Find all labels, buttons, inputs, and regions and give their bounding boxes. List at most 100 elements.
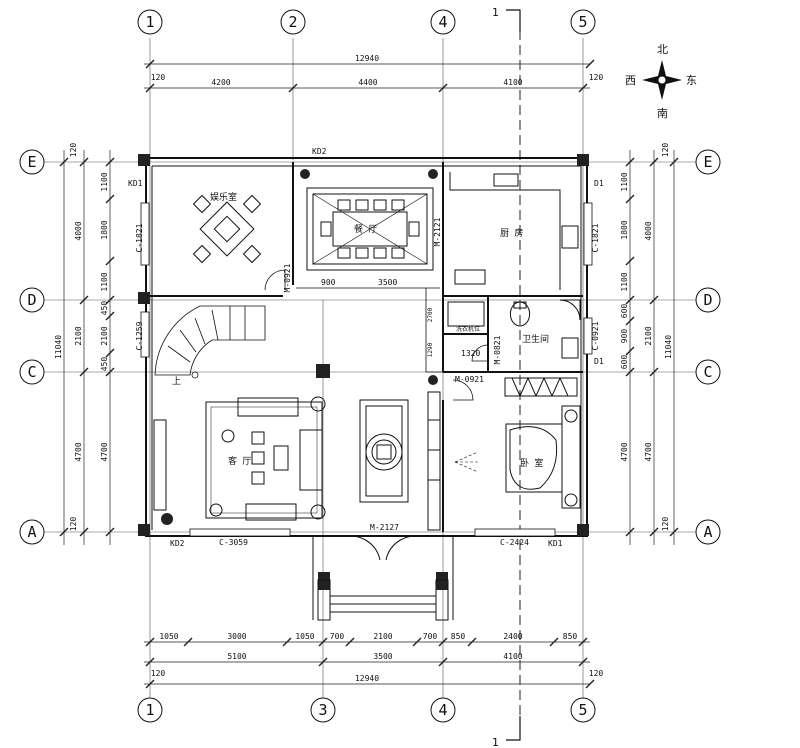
label-m2127: M-2127	[370, 523, 399, 532]
axis-label: 1	[145, 13, 154, 31]
stair-up-label: 上	[172, 376, 181, 387]
dim-left-edge-bottom: 120	[69, 517, 78, 532]
staircase	[154, 305, 266, 379]
tv-cabinet	[153, 419, 167, 511]
axis-bubble-right-C	[695, 359, 721, 385]
axis-bubble-bottom-1	[137, 697, 163, 723]
dim-bottom-edge-left: 120	[151, 669, 166, 678]
dim-bottom-row1: 1050	[295, 632, 314, 641]
dim-right-outer: 4000	[644, 221, 653, 240]
axis-bubble-right-D	[695, 287, 721, 313]
bottom-dimensions	[144, 637, 595, 689]
compass-rose: 北 南 东 西	[625, 43, 697, 120]
label-m0821: M-0821	[493, 335, 502, 364]
axis-label: 4	[438, 13, 447, 31]
room-label-bath: 卫生间	[522, 333, 549, 345]
dim-right-inner: 600	[620, 304, 629, 319]
dim-right-total: 11040	[664, 335, 673, 359]
dim-right-edge-bottom: 120	[661, 517, 670, 532]
bed-icon	[504, 377, 581, 509]
label-kd1-left: KD1	[128, 179, 143, 188]
axis-label: D	[27, 291, 36, 309]
axis-label: 5	[578, 701, 587, 719]
dim-bottom-total: 12940	[355, 674, 379, 683]
axis-grid-lines	[44, 38, 700, 700]
label-c1259: C-1259	[135, 321, 144, 350]
left-dimensions	[59, 150, 115, 545]
compass-west: 西	[625, 74, 636, 87]
dim-top-edge-left: 120	[151, 73, 166, 82]
axis-label: 5	[578, 13, 587, 31]
dim-bottom-row1: 850	[451, 632, 466, 641]
axis-bubble-right-E	[695, 149, 721, 175]
axis-label: C	[27, 363, 36, 381]
section-label-bottom: 1	[492, 736, 499, 748]
interior-walls	[150, 162, 583, 532]
dim-bottom-row1: 700	[330, 632, 345, 641]
dim-left-inner: 2100	[100, 326, 109, 345]
center-carpet-icon	[359, 399, 409, 503]
dim-bottom-row1: 700	[423, 632, 438, 641]
dim-right-inner: 600	[620, 355, 629, 370]
windows	[140, 202, 593, 537]
compass-east: 东	[686, 74, 697, 87]
axis-bubble-top-2	[280, 9, 306, 35]
dim-right-inner: 900	[620, 329, 629, 344]
label-c1821-left: C-1821	[135, 223, 144, 252]
label-m0921: M-0921	[283, 263, 292, 292]
axis-label: E	[703, 153, 712, 171]
dim-right-outer: 4700	[644, 442, 653, 461]
label-dim1320: 1320	[461, 349, 480, 358]
dim-top-seg: 4200	[211, 78, 230, 87]
label-dim2700: 2700	[427, 307, 434, 322]
dim-bottom-row1: 850	[563, 632, 578, 641]
axis-bubble-top-4	[430, 9, 456, 35]
dim-bottom-row1: 3000	[227, 632, 246, 641]
dim-left-inner: 450	[100, 357, 109, 372]
axis-label: A	[703, 523, 712, 541]
dim-right-edge-top: 120	[661, 143, 670, 158]
dim-bottom-row1: 2100	[373, 632, 392, 641]
dim-left-inner: 1100	[100, 172, 109, 191]
dim-bottom-edge-right: 120	[589, 669, 604, 678]
dim-left-edge-top: 120	[69, 143, 78, 158]
dim-left-inner: 1800	[100, 220, 109, 239]
axis-bubble-bottom-5	[570, 697, 596, 723]
axis-bubble-bottom-3	[310, 697, 336, 723]
label-kd1-bottom: KD1	[548, 539, 563, 548]
axis-bubble-top-5	[570, 9, 596, 35]
axis-label: 2	[288, 13, 297, 31]
dim-bottom-row1: 1050	[159, 632, 178, 641]
dim-bottom-row2: 4100	[503, 652, 522, 661]
partition	[427, 391, 441, 531]
label-m2121: M-2121	[433, 217, 442, 246]
label-dim3500: 3500	[378, 278, 397, 287]
compass-south: 南	[657, 107, 668, 120]
label-dim900: 900	[321, 278, 336, 287]
dim-right-inner: 1100	[620, 272, 629, 291]
entrance-porch	[312, 535, 454, 621]
dim-left-inner: 1100	[100, 272, 109, 291]
dim-top-seg: 4100	[503, 78, 522, 87]
dim-left-outer: 2100	[74, 326, 83, 345]
dim-top-edge-right: 120	[589, 73, 604, 82]
room-label-bedroom: 卧 室	[520, 457, 543, 469]
compass-north: 北	[657, 43, 668, 56]
section-label-top: 1	[492, 6, 499, 19]
kitchen-counter	[449, 172, 579, 290]
dim-bottom-row2: 3500	[373, 652, 392, 661]
axis-label: 4	[438, 701, 447, 719]
axis-label: D	[703, 291, 712, 309]
axis-bubble-bottom-4	[430, 697, 456, 723]
axis-label: A	[27, 523, 36, 541]
label-d1-mid: D1	[594, 357, 604, 366]
sofa-set-icon	[205, 396, 326, 521]
room-label-kitchen: 厨 房	[500, 227, 523, 239]
dim-bottom-row1: 2400	[503, 632, 522, 641]
dim-left-inner: 4700	[100, 442, 109, 461]
dining-table-icon	[306, 187, 434, 271]
label-d1-top: D1	[594, 179, 604, 188]
dim-left-outer: 4000	[74, 221, 83, 240]
label-m0921b: M-0921	[455, 375, 484, 384]
